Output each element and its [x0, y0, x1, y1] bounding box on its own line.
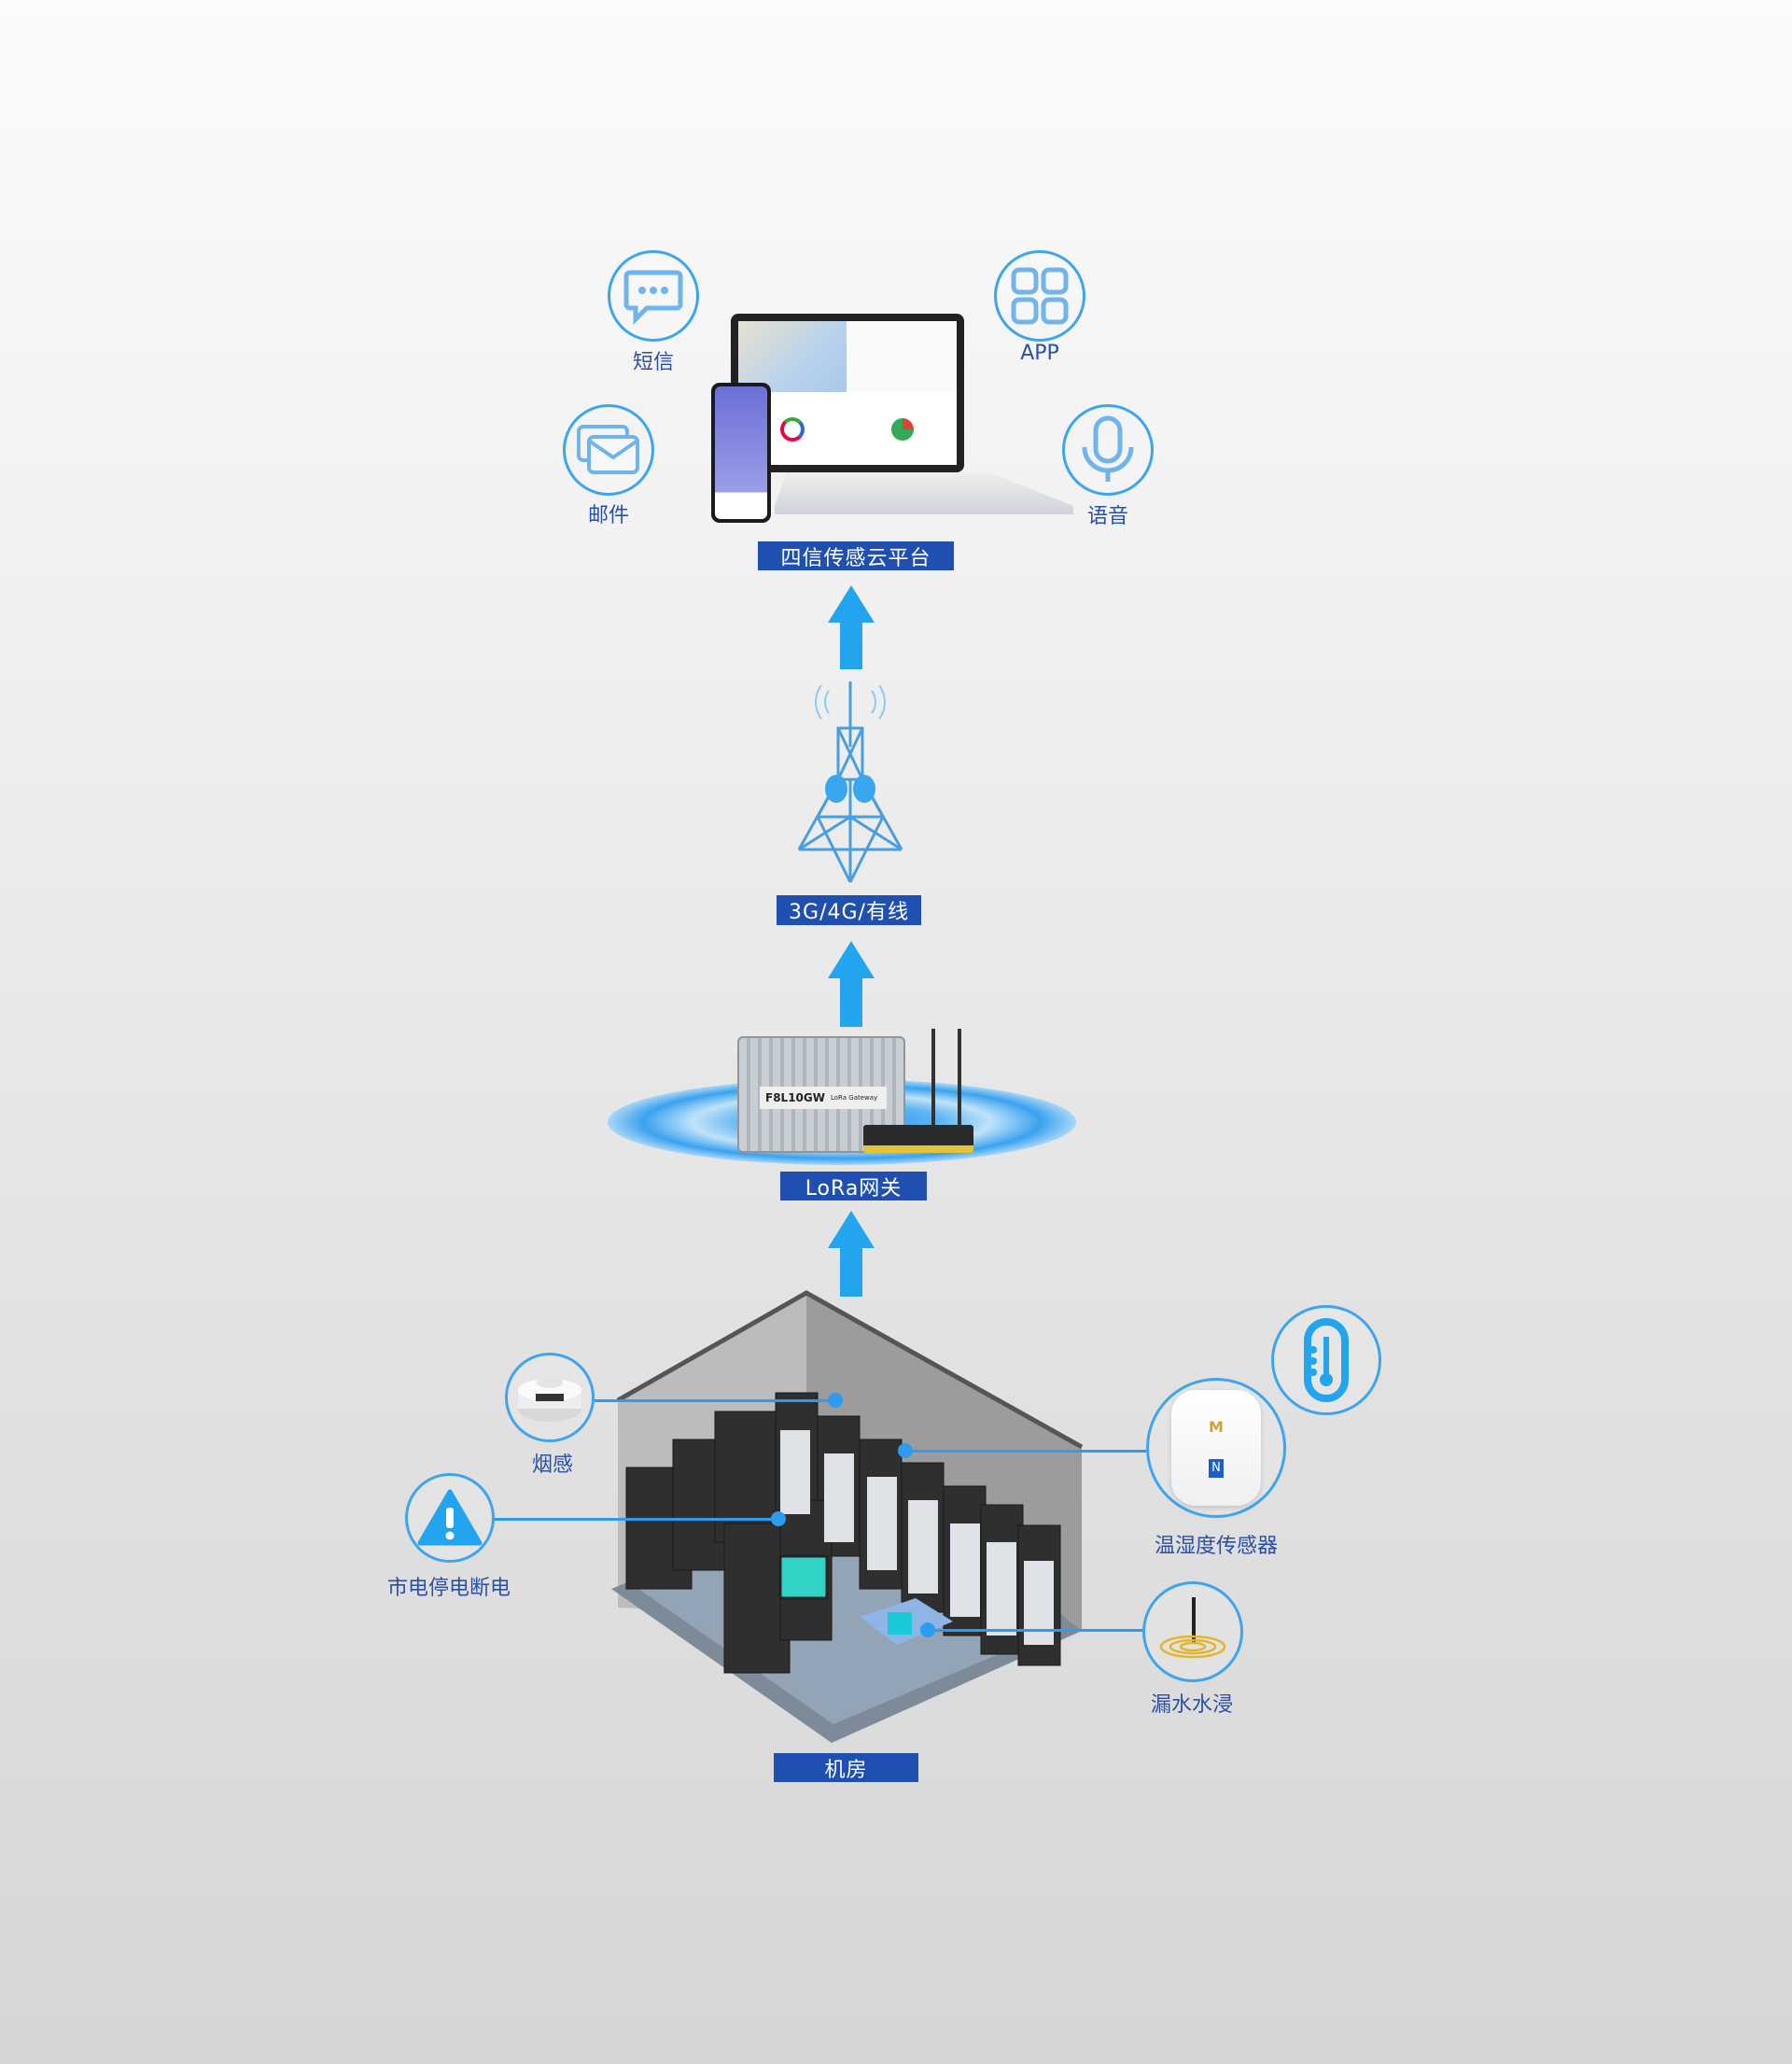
router-device	[863, 1125, 973, 1153]
temp-anchor-dot	[898, 1443, 913, 1458]
temperature-humidity-sensor-icon: M N	[1171, 1390, 1261, 1506]
smoke-detector-label: 烟感	[531, 1453, 573, 1477]
up-arrow-icon	[828, 941, 875, 1027]
smoke-anchor-dot	[828, 1393, 843, 1408]
temp-connector-line	[905, 1450, 1146, 1453]
sms-channel	[608, 250, 699, 342]
temperature-humidity-sensor: M N	[1146, 1378, 1286, 1518]
cloud-platform-label: 四信传感云平台	[758, 541, 954, 570]
thermometer-circle	[1271, 1305, 1381, 1415]
smoke-detector-icon	[518, 1377, 581, 1422]
smoke-detector-sensor	[505, 1353, 595, 1442]
server-room-label: 机房	[774, 1753, 918, 1782]
gateway-subtitle-text: LoRa Gateway	[830, 1094, 878, 1102]
warning-icon	[417, 1489, 483, 1546]
water-connector-line	[928, 1629, 1142, 1632]
power-failure-sensor	[405, 1473, 495, 1563]
temperature-humidity-label: 温湿度传感器	[1154, 1535, 1278, 1558]
mail-label: 邮件	[587, 504, 629, 527]
power-failure-label: 市电停电断电	[386, 1577, 511, 1600]
microphone-icon	[1082, 415, 1134, 482]
water-anchor-dot	[920, 1622, 935, 1637]
sms-label: 短信	[632, 351, 674, 374]
server-room-illustration	[608, 1290, 1084, 1748]
lora-gateway-label: LoRa网关	[780, 1172, 927, 1200]
thermometer-icon	[1304, 1318, 1349, 1402]
gateway-model-text: F8L10GW	[765, 1091, 825, 1104]
voice-label: 语音	[1086, 505, 1128, 528]
cell-tower-icon	[790, 672, 911, 887]
laptop-image	[711, 314, 1073, 524]
up-arrow-icon	[828, 1211, 875, 1297]
antenna	[931, 1029, 935, 1127]
app-label: APP	[1020, 342, 1059, 365]
sms-icon	[623, 270, 683, 325]
network-label: 3G/4G/有线	[777, 895, 921, 925]
app-grid-icon	[1011, 267, 1069, 325]
power-connector-line	[495, 1518, 779, 1521]
smoke-connector-line	[595, 1399, 835, 1402]
up-arrow-icon	[828, 585, 875, 669]
mail-icon	[577, 425, 639, 474]
water-leak-sensor-icon	[1159, 1597, 1226, 1659]
antenna	[958, 1029, 961, 1127]
voice-channel	[1062, 404, 1154, 496]
app-channel	[994, 250, 1085, 342]
water-leak-label: 漏水水浸	[1150, 1693, 1233, 1717]
mail-channel	[563, 404, 654, 496]
water-leak-sensor	[1142, 1581, 1243, 1682]
power-anchor-dot	[771, 1511, 786, 1526]
